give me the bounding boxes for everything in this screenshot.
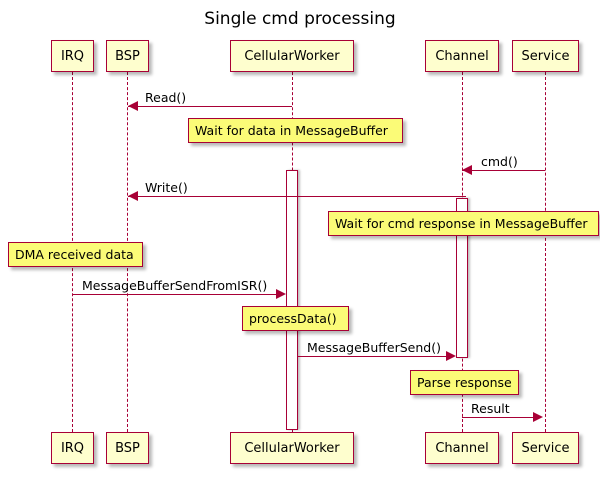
participant-label: IRQ — [60, 440, 85, 456]
participant-footer-bsp[interactable]: BSP — [106, 432, 149, 464]
message-arrow-messagebuffersendfromisr[interactable] — [72, 294, 278, 295]
message-arrow-result[interactable] — [462, 417, 535, 418]
arrowhead-cmd — [462, 165, 472, 175]
participant-label: Service — [521, 48, 570, 64]
message-arrow-write[interactable] — [128, 196, 466, 197]
message-label-messagebuffersend: MessageBufferSend() — [307, 340, 441, 355]
participant-footer-cellularworker[interactable]: CellularWorker — [230, 432, 354, 464]
note-text: Parse response — [417, 375, 512, 390]
participant-footer-service[interactable]: Service — [512, 432, 579, 464]
arrowhead-messagebuffersend — [446, 351, 456, 361]
arrowhead-write — [128, 191, 138, 201]
arrowhead-read — [128, 101, 138, 111]
note-text: Wait for cmd response in MessageBuffer — [335, 216, 588, 231]
participant-header-cellularworker[interactable]: CellularWorker — [230, 40, 354, 72]
message-arrow-cmd[interactable] — [462, 170, 545, 171]
participant-label: Channel — [435, 440, 489, 456]
participant-label: BSP — [115, 440, 140, 456]
activation-bar-channel — [456, 198, 468, 358]
activation-bar-cellularworker — [286, 170, 298, 430]
message-arrow-messagebuffersend[interactable] — [298, 356, 448, 357]
message-label-messagebuffersendfromisr: MessageBufferSendFromISR() — [82, 278, 268, 293]
note-dma-received-data: DMA received data — [8, 242, 143, 267]
note-wait-for-data: Wait for data in MessageBuffer — [188, 118, 403, 143]
participant-header-channel[interactable]: Channel — [425, 40, 499, 72]
lifeline-service — [545, 72, 546, 432]
page-title: Single cmd processing — [204, 9, 396, 29]
note-text: Wait for data in MessageBuffer — [195, 123, 388, 138]
participant-header-bsp[interactable]: BSP — [106, 40, 149, 72]
participant-label: Channel — [435, 48, 489, 64]
message-label-result: Result — [471, 401, 510, 416]
message-label-cmd: cmd() — [481, 154, 518, 169]
participant-header-service[interactable]: Service — [512, 40, 579, 72]
note-wait-for-cmd-response: Wait for cmd response in MessageBuffer — [328, 211, 599, 236]
note-text: processData() — [249, 311, 337, 326]
note-process-data: processData() — [242, 306, 349, 331]
message-arrow-read[interactable] — [128, 106, 292, 107]
participant-label: CellularWorker — [244, 48, 340, 64]
participant-header-irq[interactable]: IRQ — [51, 40, 94, 72]
participant-footer-channel[interactable]: Channel — [425, 432, 499, 464]
participant-label: CellularWorker — [244, 440, 340, 456]
arrowhead-result — [533, 412, 543, 422]
note-text: DMA received data — [15, 247, 134, 262]
arrowhead-messagebuffersendfromisr — [276, 289, 286, 299]
note-parse-response: Parse response — [410, 370, 519, 395]
message-label-write: Write() — [145, 180, 188, 195]
participant-footer-irq[interactable]: IRQ — [51, 432, 94, 464]
participant-label: IRQ — [60, 48, 85, 64]
participant-label: BSP — [115, 48, 140, 64]
message-label-read: Read() — [145, 90, 187, 105]
participant-label: Service — [521, 440, 570, 456]
